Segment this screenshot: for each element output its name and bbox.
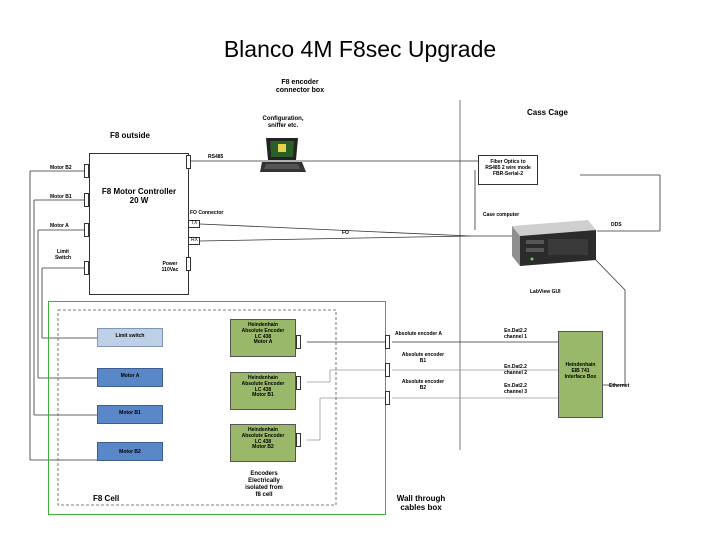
f8-cell-label: F8 Cell: [93, 494, 120, 503]
fo-label: FO: [342, 230, 349, 236]
page-title: Blanco 4M F8sec Upgrade: [223, 36, 497, 62]
ethernet-label: Ethernet: [609, 383, 630, 389]
case-computer-label: Case computer: [483, 212, 520, 218]
rx-port: [188, 237, 200, 245]
connector-motor-a: [84, 223, 89, 237]
encoder-b1-port: [296, 376, 301, 390]
dds-label: DDS: [611, 222, 622, 228]
connector-motor-b2: [84, 164, 89, 178]
motor-b1-box: [97, 405, 163, 424]
eib-741-interface-box: [558, 331, 603, 418]
wall-connector-a: [385, 335, 390, 349]
limit-switch-box: [97, 328, 163, 347]
abs-encoder-a-label: Absolute encoder A: [395, 331, 443, 337]
encoder-b2-port: [296, 433, 301, 447]
tx-port: [188, 220, 200, 228]
tx-label: TX: [191, 220, 198, 226]
encoder-a-port: [296, 335, 301, 349]
encoder-motor-b1-box: [230, 372, 296, 410]
fo-connector-label: FO Connector: [190, 210, 224, 216]
rs485-label: RS485: [208, 154, 224, 160]
labview-gui-label: LabView GUI: [530, 289, 561, 295]
rx-label: RX: [191, 237, 198, 243]
configuration-label: Configuration,sniffer etc.: [262, 116, 304, 129]
motor-a-box: [97, 368, 163, 387]
motor-b2-label: Motor B2: [119, 449, 141, 455]
motor-a-label: Motor A: [120, 373, 140, 379]
f8-cell-boundary: [48, 301, 386, 515]
f8-motor-controller-box: [89, 153, 189, 295]
wall-connector-b2: [385, 391, 390, 405]
connector-power: [186, 257, 191, 271]
connector-motor-b1: [84, 193, 89, 207]
limit-switch-label: Limit switch: [115, 333, 145, 339]
label-motor-b1: Motor B1: [50, 194, 72, 200]
connector-rs485: [186, 155, 191, 169]
label-motor-b2: Motor B2: [50, 165, 72, 171]
fiber-optics-box: [478, 155, 538, 185]
f8-outside-label: F8 outside: [110, 131, 151, 140]
connector-limit-switch: [84, 261, 89, 275]
wall-connector-b1: [385, 363, 390, 377]
cass-cage-label: Cass Cage: [527, 108, 568, 117]
label-motor-a: Motor A: [50, 223, 69, 229]
motor-b2-box: [97, 442, 163, 461]
laptop-icon: [258, 136, 308, 176]
motor-b1-label: Motor B1: [119, 410, 141, 416]
server-computer-icon: [508, 218, 598, 268]
encoder-motor-a-box: [230, 319, 296, 357]
encoder-motor-b2-box: [230, 424, 296, 462]
